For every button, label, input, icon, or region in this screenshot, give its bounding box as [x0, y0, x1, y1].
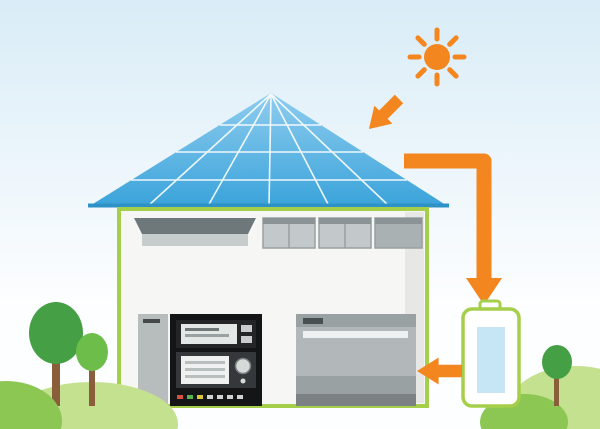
- display-line: [185, 328, 219, 331]
- dishwasher-slot: [303, 331, 408, 338]
- door-vent-line: [185, 361, 225, 364]
- window-top-bar: [263, 218, 315, 224]
- dishwasher-top-strip: [296, 314, 416, 327]
- sun-rays: [407, 27, 467, 87]
- display-line: [185, 334, 229, 337]
- storage-battery: [461, 299, 521, 408]
- stove-oven-unit: [170, 314, 262, 406]
- tree-trunk: [89, 368, 95, 406]
- range-hood-vent: [134, 218, 256, 234]
- door-vent-line: [185, 375, 225, 378]
- indicator-button: [207, 395, 213, 399]
- tree-trunk: [52, 356, 60, 406]
- side-panel-handle: [143, 319, 160, 323]
- sun-icon: [407, 27, 467, 87]
- door-vent-line: [185, 368, 225, 371]
- bush-mound-left-dark: [0, 381, 62, 429]
- upper-window-2: [318, 217, 372, 249]
- small-button: [240, 378, 246, 384]
- dishwasher-base: [296, 394, 416, 406]
- dishwasher-handle: [303, 318, 323, 324]
- tree-foliage: [29, 302, 83, 364]
- panel-button: [241, 325, 252, 332]
- indicator-button: [197, 395, 203, 399]
- tree-large: [29, 302, 83, 406]
- arrow-roof-to-battery-icon: [404, 153, 502, 305]
- house: [117, 207, 429, 408]
- tree-trunk: [554, 375, 559, 406]
- dishwasher-lower-band: [296, 376, 416, 394]
- window-top-bar: [375, 218, 422, 224]
- upper-window-3: [374, 217, 423, 249]
- dishwasher: [296, 314, 416, 406]
- control-knob: [234, 357, 252, 375]
- arrow-roof-to-battery-shaft: [404, 153, 492, 280]
- solar-panel-roof: [88, 93, 449, 208]
- indicator-button: [237, 395, 243, 399]
- tree-right: [542, 345, 572, 406]
- indicator-button: [187, 395, 193, 399]
- tree-foliage: [76, 333, 108, 371]
- battery-cell-window: [477, 327, 505, 393]
- panel-button: [241, 336, 252, 343]
- sun-core: [424, 44, 450, 70]
- tree-foliage: [542, 345, 572, 379]
- tree-small: [76, 333, 108, 406]
- window-top-bar: [319, 218, 371, 224]
- indicator-button: [177, 395, 183, 399]
- vent-base: [142, 234, 248, 246]
- upper-window-1: [262, 217, 316, 249]
- solar-panel-gridlines: [131, 93, 407, 207]
- indicator-button: [217, 395, 223, 399]
- arrow-roof-to-battery-head: [466, 278, 502, 305]
- indicator-button: [227, 395, 233, 399]
